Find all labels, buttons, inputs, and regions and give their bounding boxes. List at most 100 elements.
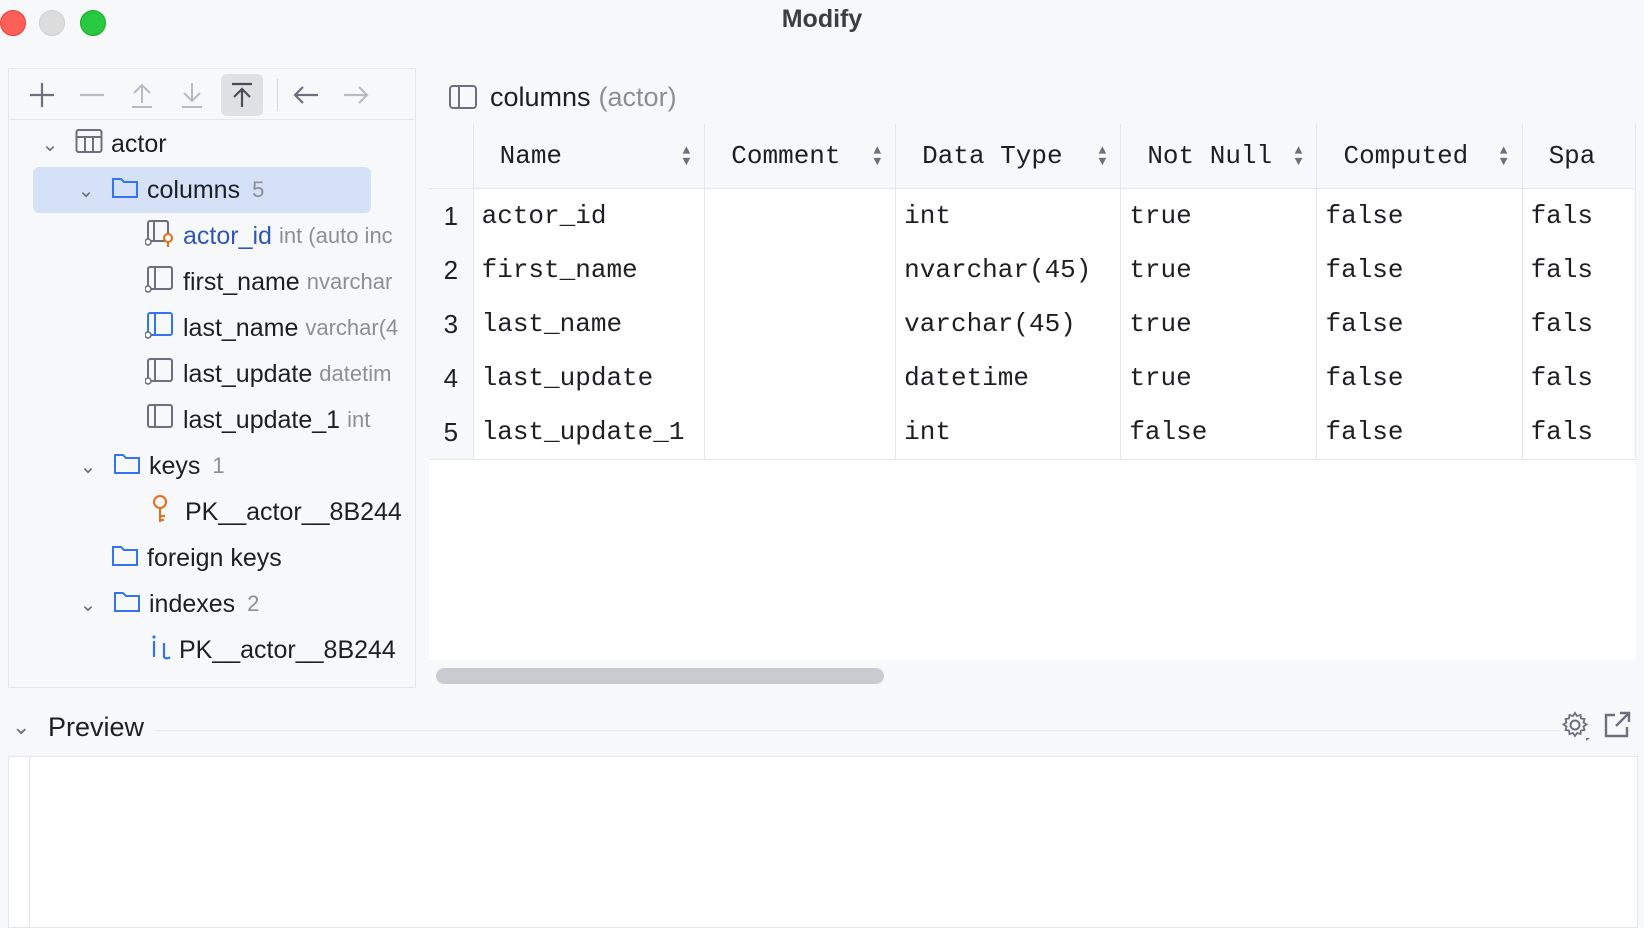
column-meta: varchar(4 bbox=[305, 315, 399, 340]
column-header-computed[interactable]: Computed▲▼ bbox=[1316, 124, 1523, 189]
tree-node-column[interactable]: last_name varchar(4 bbox=[144, 305, 399, 351]
tree-node-columns[interactable]: ⌄ columns 5 bbox=[33, 167, 371, 213]
gear-icon[interactable] bbox=[1560, 710, 1592, 747]
sort-icon[interactable]: ▲▼ bbox=[1499, 143, 1508, 169]
chevron-down-icon[interactable]: ⌄ bbox=[79, 455, 97, 478]
close-window-button[interactable] bbox=[0, 10, 26, 36]
column-name: last_update_1 bbox=[183, 405, 341, 434]
tree-label: actor bbox=[111, 129, 167, 158]
minimize-window-button[interactable] bbox=[39, 10, 65, 36]
tree-node-key[interactable]: PK__actor__8B244 bbox=[149, 489, 402, 535]
table-row[interactable]: 4 last_update datetime true false fals bbox=[429, 351, 1636, 405]
table-row[interactable]: 5 last_update_1 int false false fals bbox=[429, 405, 1636, 460]
horizontal-scrollbar[interactable] bbox=[436, 668, 884, 684]
cell-data-type[interactable]: nvarchar(45) bbox=[895, 243, 1122, 297]
tree-node-column[interactable]: actor_id int (auto inc bbox=[144, 213, 393, 259]
cell-name[interactable]: last_update bbox=[473, 351, 706, 405]
chevron-down-icon[interactable]: ⌄ bbox=[77, 179, 95, 202]
cell-sparse[interactable]: fals bbox=[1522, 243, 1636, 297]
editor-title: columns bbox=[490, 81, 591, 112]
open-in-new-window-icon[interactable] bbox=[1602, 710, 1632, 745]
preview-label: Preview bbox=[48, 712, 145, 742]
tree-toolbar bbox=[9, 69, 415, 120]
columns-table-container: Name▲▼ Comment▲▼ Data Type▲▼ Not Null▲▼ … bbox=[429, 124, 1636, 660]
cell-computed[interactable]: false bbox=[1316, 405, 1523, 460]
cell-comment[interactable] bbox=[704, 351, 897, 405]
chevron-down-icon[interactable]: ⌄ bbox=[12, 714, 31, 739]
tree-node-index[interactable]: PK__actor__8B244 bbox=[149, 627, 396, 673]
window-title: Modify bbox=[781, 5, 863, 33]
folder-icon bbox=[113, 451, 141, 482]
tree-node-keys[interactable]: ⌄ keys 1 bbox=[75, 443, 225, 489]
cell-sparse[interactable]: fals bbox=[1522, 405, 1636, 460]
editor-parent: (actor) bbox=[598, 81, 677, 112]
tree-node-column[interactable]: first_name nvarchar bbox=[144, 259, 392, 305]
cell-name[interactable]: first_name bbox=[473, 243, 706, 297]
cell-comment[interactable] bbox=[704, 188, 897, 243]
tree-node-actor[interactable]: ⌄ actor bbox=[37, 121, 167, 167]
move-down-button[interactable] bbox=[171, 74, 213, 116]
cell-not-null[interactable]: true bbox=[1120, 243, 1318, 297]
back-button[interactable] bbox=[285, 74, 327, 116]
cell-name[interactable]: last_name bbox=[473, 297, 706, 351]
folder-icon bbox=[111, 543, 139, 574]
row-number-header bbox=[429, 124, 474, 189]
table-row[interactable]: 1 actor_id int true false fals bbox=[429, 188, 1636, 243]
cell-comment[interactable] bbox=[704, 405, 897, 460]
cell-name[interactable]: last_update_1 bbox=[473, 405, 706, 460]
table-row[interactable]: 2 first_name nvarchar(45) true false fal… bbox=[429, 243, 1636, 297]
cell-not-null[interactable]: true bbox=[1120, 351, 1318, 405]
cell-sparse[interactable]: fals bbox=[1522, 297, 1636, 351]
tree-node-indexes[interactable]: ⌄ indexes 2 bbox=[75, 581, 260, 627]
table-row[interactable]: 3 last_name varchar(45) true false fals bbox=[429, 297, 1636, 351]
cell-data-type[interactable]: datetime bbox=[895, 351, 1122, 405]
editor-header: columns (actor) bbox=[448, 75, 677, 119]
column-header-sparse[interactable]: Spa bbox=[1522, 124, 1636, 189]
row-number: 5 bbox=[429, 405, 474, 460]
column-header-not-null[interactable]: Not Null▲▼ bbox=[1120, 124, 1318, 189]
sort-icon[interactable]: ▲▼ bbox=[873, 143, 882, 169]
tree-node-foreign-keys[interactable]: foreign keys bbox=[111, 535, 282, 581]
column-header-name[interactable]: Name▲▼ bbox=[473, 124, 706, 189]
cell-name[interactable]: actor_id bbox=[473, 188, 706, 243]
preview-header: ⌄ Preview bbox=[0, 700, 1644, 756]
cell-computed[interactable]: false bbox=[1316, 243, 1523, 297]
preview-editor[interactable] bbox=[8, 756, 1638, 928]
column-header-comment[interactable]: Comment▲▼ bbox=[704, 124, 897, 189]
maximize-window-button[interactable] bbox=[80, 10, 106, 36]
cell-data-type[interactable]: varchar(45) bbox=[895, 297, 1122, 351]
column-icon bbox=[145, 403, 175, 438]
chevron-down-icon[interactable]: ⌄ bbox=[79, 593, 97, 616]
cell-comment[interactable] bbox=[704, 297, 897, 351]
chevron-down-icon[interactable]: ⌄ bbox=[41, 133, 59, 156]
cell-not-null[interactable]: true bbox=[1120, 188, 1318, 243]
row-number: 1 bbox=[429, 188, 474, 243]
column-header-data-type[interactable]: Data Type▲▼ bbox=[895, 124, 1122, 189]
cell-computed[interactable]: false bbox=[1316, 297, 1523, 351]
cell-data-type[interactable]: int bbox=[895, 405, 1122, 460]
index-name: PK__actor__8B244 bbox=[179, 635, 396, 664]
cell-sparse[interactable]: fals bbox=[1522, 188, 1636, 243]
sort-icon[interactable]: ▲▼ bbox=[1294, 143, 1303, 169]
cell-not-null[interactable]: true bbox=[1120, 297, 1318, 351]
minus-icon bbox=[80, 93, 104, 97]
move-to-top-button[interactable] bbox=[221, 74, 263, 116]
add-button[interactable] bbox=[21, 74, 63, 116]
remove-button[interactable] bbox=[71, 74, 113, 116]
cell-comment[interactable] bbox=[704, 243, 897, 297]
cell-sparse[interactable]: fals bbox=[1522, 351, 1636, 405]
forward-button[interactable] bbox=[335, 74, 377, 116]
tree-node-column[interactable]: last_update datetim bbox=[144, 351, 391, 397]
column-icon bbox=[144, 311, 175, 346]
cell-computed[interactable]: false bbox=[1316, 188, 1523, 243]
tree-node-column[interactable]: last_update_1 int bbox=[145, 397, 370, 443]
cell-not-null[interactable]: false bbox=[1120, 405, 1318, 460]
tree-label: foreign keys bbox=[147, 543, 282, 572]
move-up-button[interactable] bbox=[121, 74, 163, 116]
sort-icon[interactable]: ▲▼ bbox=[682, 143, 691, 169]
cell-computed[interactable]: false bbox=[1316, 351, 1523, 405]
sort-icon[interactable]: ▲▼ bbox=[1098, 143, 1107, 169]
table-icon bbox=[75, 128, 103, 161]
table-header-row: Name▲▼ Comment▲▼ Data Type▲▼ Not Null▲▼ … bbox=[429, 124, 1636, 189]
cell-data-type[interactable]: int bbox=[895, 188, 1122, 243]
